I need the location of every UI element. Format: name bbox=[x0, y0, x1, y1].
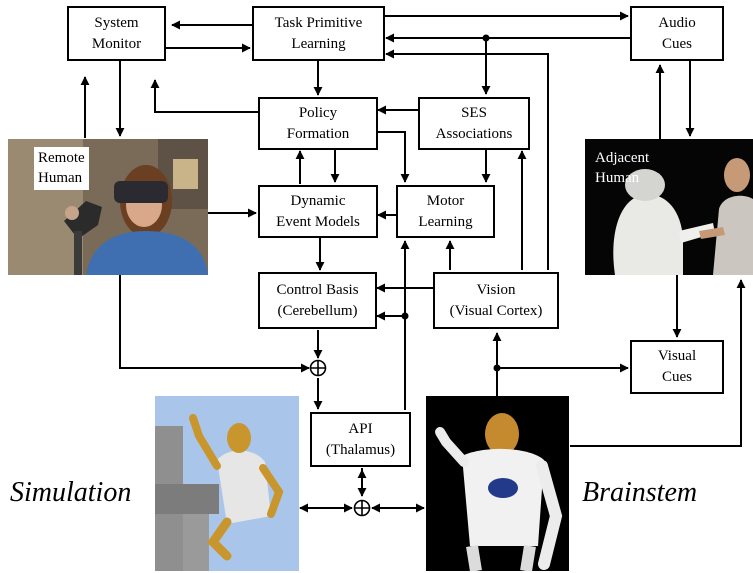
policy-formation-box: Policy Formation bbox=[258, 97, 378, 150]
box-label: Cues bbox=[662, 369, 692, 385]
brainstem-robot-image bbox=[426, 396, 569, 571]
box-label: Dynamic bbox=[290, 192, 346, 209]
box-label: Event Models bbox=[276, 213, 360, 230]
ses-associations-box: SES Associations bbox=[418, 97, 530, 150]
box-label: Visual bbox=[657, 348, 697, 364]
remote-human-label: Remote Human bbox=[34, 147, 89, 190]
box-label: Cues bbox=[662, 35, 692, 52]
remote-human-photo: Remote Human bbox=[8, 139, 208, 275]
simulation-robot-image bbox=[155, 396, 299, 571]
box-label: Policy bbox=[298, 104, 338, 121]
api-thalamus-box: API (Thalamus) bbox=[310, 412, 411, 467]
box-label: Learning bbox=[291, 35, 346, 52]
control-basis-box: Control Basis (Cerebellum) bbox=[258, 272, 377, 329]
box-label: Audio bbox=[658, 14, 696, 31]
visual-cues-box: Visual Cues bbox=[630, 340, 724, 394]
box-label: Vision bbox=[476, 281, 516, 298]
system-monitor-box: System Monitor bbox=[67, 6, 166, 61]
dynamic-event-models-box: Dynamic Event Models bbox=[258, 185, 378, 238]
brainstem-robot-photo bbox=[426, 396, 569, 571]
summing-junction-upper bbox=[309, 359, 327, 377]
adjacent-human-label: Adjacent Human bbox=[595, 150, 650, 186]
motor-learning-box: Motor Learning bbox=[396, 185, 495, 238]
box-label: (Thalamus) bbox=[325, 441, 396, 458]
junction-dot bbox=[493, 364, 501, 372]
box-label: Control Basis bbox=[276, 281, 359, 298]
box-label: System bbox=[94, 14, 139, 31]
box-label: (Cerebellum) bbox=[277, 302, 358, 319]
vision-box: Vision (Visual Cortex) bbox=[433, 272, 559, 329]
box-label: Associations bbox=[435, 125, 513, 142]
brainstem-caption: Brainstem bbox=[582, 477, 698, 508]
box-label: Formation bbox=[286, 125, 350, 142]
arrow-brainstem-to-adjacent bbox=[570, 279, 746, 447]
box-label: API bbox=[348, 420, 373, 437]
box-label: SES bbox=[461, 104, 487, 121]
box-label: Motor bbox=[426, 192, 465, 209]
arrow-policy-to-monitor bbox=[150, 79, 258, 113]
adjacent-human-image bbox=[585, 139, 753, 275]
arrow-remote-to-sum bbox=[119, 275, 310, 373]
junction-dot bbox=[482, 34, 490, 42]
simulation-caption: Simulation bbox=[10, 477, 132, 508]
summing-junction-lower bbox=[353, 499, 371, 517]
box-label: Learning bbox=[418, 213, 473, 230]
arrow-vision-to-taskprim bbox=[385, 49, 549, 270]
audio-cues-box: Audio Cues bbox=[630, 6, 724, 61]
adjacent-human-photo: Adjacent Human bbox=[585, 139, 753, 275]
simulation-robot-photo bbox=[155, 396, 299, 571]
remote-human-image bbox=[8, 139, 208, 275]
junction-dot bbox=[401, 312, 409, 320]
box-label: Monitor bbox=[91, 35, 142, 52]
box-label: Task Primitive bbox=[274, 14, 363, 31]
box-label: (Visual Cortex) bbox=[449, 302, 543, 319]
task-primitive-learning-box: Task Primitive Learning bbox=[252, 6, 385, 61]
